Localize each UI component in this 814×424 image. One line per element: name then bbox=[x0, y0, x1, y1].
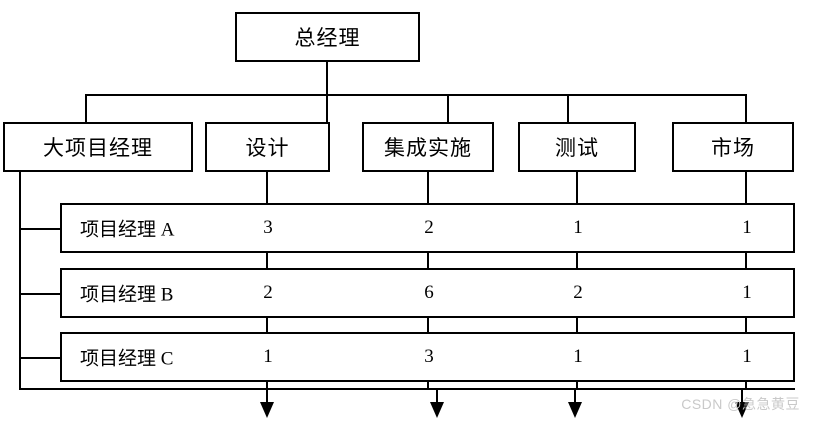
connector-drop-dept-2 bbox=[447, 94, 449, 122]
connector-drop-dept-4 bbox=[745, 94, 747, 122]
row-label-0: 项目经理 A bbox=[80, 219, 175, 241]
connector-branch-row-0 bbox=[19, 228, 62, 230]
cell-1-3: 1 bbox=[742, 282, 752, 303]
box-department-testing[interactable]: 测试 bbox=[518, 122, 636, 172]
box-department-integration[interactable]: 集成实施 bbox=[362, 122, 494, 172]
row-project-manager-c[interactable]: 项目经理 C 1 3 1 1 bbox=[60, 332, 795, 382]
arrow-head-market-icon bbox=[735, 402, 749, 418]
box-department-label-3: 测试 bbox=[555, 136, 599, 160]
row-project-manager-a[interactable]: 项目经理 A 3 2 1 1 bbox=[60, 203, 795, 253]
arrow-head-testing-icon bbox=[568, 402, 582, 418]
cell-2-3: 1 bbox=[742, 346, 752, 367]
arrow-shaft-design bbox=[266, 388, 268, 408]
box-department-label-0: 大项目经理 bbox=[43, 136, 153, 160]
cell-0-3: 1 bbox=[742, 217, 752, 238]
arrow-shaft-testing bbox=[574, 388, 576, 408]
row-label-1: 项目经理 B bbox=[80, 284, 174, 306]
row-label-2: 项目经理 C bbox=[80, 348, 174, 370]
connector-root-stem bbox=[326, 62, 328, 96]
box-department-label-1: 设计 bbox=[245, 136, 290, 160]
box-department-design[interactable]: 设计 bbox=[205, 122, 330, 172]
cell-0-0: 3 bbox=[263, 217, 273, 238]
watermark-text: CSDN @急急黄豆 bbox=[681, 396, 800, 412]
arrow-shaft-integration bbox=[436, 388, 438, 408]
connector-drop-dept-1 bbox=[326, 94, 328, 122]
cell-2-1: 3 bbox=[424, 346, 434, 367]
arrow-head-integration-icon bbox=[430, 402, 444, 418]
box-general-manager[interactable]: 总经理 bbox=[235, 12, 420, 62]
cell-2-0: 1 bbox=[263, 346, 273, 367]
box-department-label-2: 集成实施 bbox=[384, 136, 472, 160]
cell-1-1: 6 bbox=[424, 282, 434, 303]
connector-drop-dept-3 bbox=[567, 94, 569, 122]
connector-spine-bottom bbox=[19, 388, 795, 390]
cell-1-0: 2 bbox=[263, 282, 273, 303]
cell-0-1: 2 bbox=[424, 217, 434, 238]
connector-branch-row-1 bbox=[19, 293, 62, 295]
connector-branch-row-2 bbox=[19, 357, 62, 359]
connector-drop-dept-0 bbox=[85, 94, 87, 122]
cell-1-2: 2 bbox=[573, 282, 583, 303]
arrow-head-design-icon bbox=[260, 402, 274, 418]
row-project-manager-b[interactable]: 项目经理 B 2 6 2 1 bbox=[60, 268, 795, 318]
box-department-large-project-manager[interactable]: 大项目经理 bbox=[3, 122, 193, 172]
box-general-manager-label: 总经理 bbox=[294, 26, 361, 50]
connector-bus-horizontal bbox=[85, 94, 747, 96]
box-department-label-4: 市场 bbox=[711, 136, 755, 160]
cell-0-2: 1 bbox=[573, 217, 583, 238]
cell-2-2: 1 bbox=[573, 346, 583, 367]
connector-project-spine bbox=[19, 172, 21, 390]
box-department-market[interactable]: 市场 bbox=[672, 122, 794, 172]
arrow-shaft-market bbox=[741, 388, 743, 408]
